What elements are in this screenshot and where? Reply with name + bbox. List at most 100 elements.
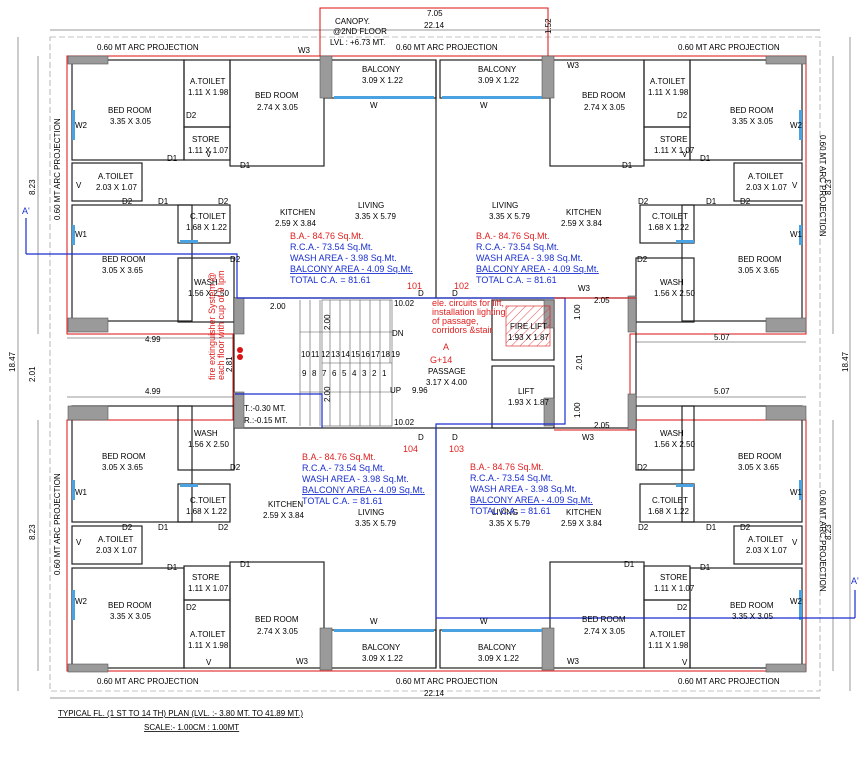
unit-104: 104 [403,444,418,454]
step-number: 4 [352,369,357,378]
mark-w3-tl: W3 [298,46,311,55]
br-rca: R.C.A.- 73.54 Sq.Mt. [470,473,553,483]
projection-outline [49,36,821,692]
mark-d-br: D [452,433,458,442]
br-balcony-dim: 3.09 X 1.22 [478,654,519,663]
tl-bed2-dim: 2.74 X 3.05 [257,103,298,112]
mark-d2-br4: D2 [677,603,688,612]
tl-rca: R.C.A.- 73.54 Sq.Mt. [290,242,373,252]
canopy-line3: LVL : +6.73 MT. [330,38,385,47]
step-number: 13 [331,350,340,359]
bl-atoilet2-dim: 2.03 X 1.07 [96,546,137,555]
canopy-depth: 1.52 [544,18,553,34]
step-number: 7 [322,369,327,378]
drawing-title: TYPICAL FL. (1 ST TO 14 TH) PLAN (LVL. :… [58,709,303,718]
canopy-width: 7.05 [427,9,443,18]
dim-201: 2.01 [575,354,584,370]
mark-d1-bl2: D1 [167,563,178,572]
mark-d1-br3: D1 [706,523,717,532]
section-label-right: A' [851,576,859,586]
bl-atoilet: A.TOILET [190,630,226,639]
tl-tca: TOTAL C.A. = 81.61 [290,275,371,285]
tr-balcony: BALCONY [478,65,517,74]
dim-996: 9.96 [412,386,428,395]
dim-bottom-total: 22.14 [424,689,445,698]
tr-ba: B.A.- 84.76 Sq.Mt. [476,231,550,241]
step-number: 15 [351,350,360,359]
tl-bed3-dim: 3.05 X 3.65 [102,266,143,275]
drawing-scale: SCALE:- 1.00CM : 1.00MT [144,723,239,732]
proj-top-right: 0.60 MT ARC PROJECTION [678,43,780,52]
section-line-inner [235,393,323,428]
br-bed3-dim: 3.05 X 3.65 [738,463,779,472]
mark-v-br: V [682,658,688,667]
tr-store-dim: 1.11 X 1.07 [654,146,695,155]
tl-bed3: BED ROOM [102,255,146,264]
br-bed1-dim: 3.35 X 3.05 [732,612,773,621]
dim-205b: 2.05 [594,421,610,430]
step-number: 16 [361,350,370,359]
mark-w3-core-top: W3 [578,284,591,293]
dim-205a: 2.05 [594,296,610,305]
dim-left-upper: 8.23 [28,179,37,195]
br-balc-area: BALCONY AREA - 4.09 Sq.Mt. [470,495,593,505]
bl-bed3-dim: 3.05 X 3.65 [102,463,143,472]
dim-top-total: 22.14 [424,21,445,30]
lift-label: LIFT [518,387,535,396]
tr-bed1-dim: 3.35 X 3.05 [732,117,773,126]
tl-wash-area: WASH AREA - 3.98 Sq.Mt. [290,253,397,263]
mark-d2-tl3: D2 [186,111,197,120]
tl-kitchen-dim: 2.59 X 3.84 [275,219,316,228]
tl-wash-dim: 1.56 X 2.50 [188,289,229,298]
tr-ctoilet: C.TOILET [652,212,688,221]
elec-note-1: ele. circuits for lift, [432,298,504,308]
mark-d2-tr: D2 [740,197,751,206]
bl-living: LIVING [358,508,384,517]
step-number: 5 [342,369,347,378]
mark-d2-tr4: D2 [637,255,648,264]
step-number: 17 [371,350,380,359]
step-number: 9 [302,369,307,378]
mark-d1-br: D1 [624,560,635,569]
step-number: 10 [301,350,310,359]
mark-w2-br: W2 [790,597,803,606]
bl-bed2-dim: 2.74 X 3.05 [257,627,298,636]
proj-top-left: 0.60 MT ARC PROJECTION [97,43,199,52]
tl-bed2: BED ROOM [255,91,299,100]
tr-wash: WASH [660,278,684,287]
mark-d1-tl: D1 [167,154,178,163]
mark-v-tl: V [206,150,212,159]
tr-tca: TOTAL C.A. = 81.61 [476,275,557,285]
mark-d2-tr3: D2 [677,111,688,120]
bl-wash-area: WASH AREA - 3.98 Sq.Mt. [302,474,409,484]
mark-w2-tl: W2 [75,121,88,130]
bl-balc-area: BALCONY AREA - 4.09 Sq.Mt. [302,485,425,495]
elec-note-4: corridors &stair [432,325,493,335]
bl-bed1: BED ROOM [108,601,152,610]
tr-balc-area: BALCONY AREA - 4.09 Sq.Mt. [476,264,599,274]
br-atoilet: A.TOILET [650,630,686,639]
proj-top-mid: 0.60 MT ARC PROJECTION [396,43,498,52]
br-wash-dim: 1.56 X 2.50 [654,440,695,449]
proj-bottom-left: 0.60 MT ARC PROJECTION [97,677,199,686]
br-atoilet2-dim: 2.03 X 1.07 [746,546,787,555]
tr-kitchen: KITCHEN [566,208,601,217]
tl-kitchen: KITCHEN [280,208,315,217]
bl-balcony: BALCONY [362,643,401,652]
mark-d2-bl3: D2 [230,463,241,472]
proj-bottom-right: 0.60 MT ARC PROJECTION [678,677,780,686]
step-number: 19 [391,350,400,359]
elec-note-2: installation lighting [432,307,506,317]
tr-store: STORE [660,135,687,144]
tl-ctoilet-dim: 1.68 X 1.22 [186,223,227,232]
br-kitchen-dim: 2.59 X 3.84 [561,519,602,528]
bl-atoilet-dim: 1.11 X 1.98 [188,641,229,650]
br-ctoilet: C.TOILET [652,496,688,505]
stair-up: UP [390,386,401,395]
mark-w-bl: W [370,617,378,626]
tl-living-dim: 3.35 X 5.79 [355,212,396,221]
mark-v-br2: V [792,538,798,547]
tr-rca: R.C.A.- 73.54 Sq.Mt. [476,242,559,252]
tr-living-dim: 3.35 X 5.79 [489,212,530,221]
